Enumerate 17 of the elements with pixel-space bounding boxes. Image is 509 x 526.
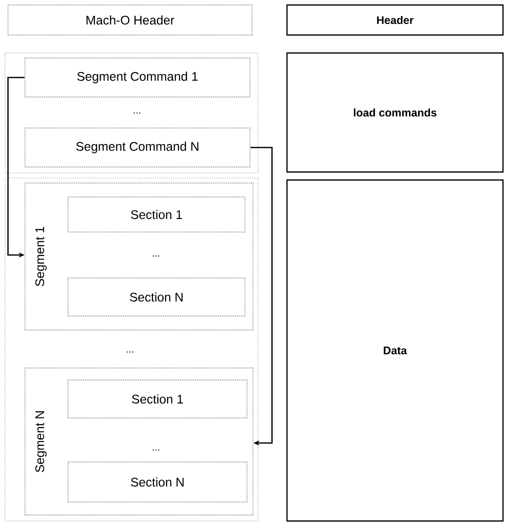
ellipsis-label: ... bbox=[152, 449, 160, 451]
region-box: Header bbox=[286, 4, 504, 36]
field-box: Section 1 bbox=[68, 196, 246, 232]
field-box: Segment Command N bbox=[24, 128, 250, 168]
group-box bbox=[4, 52, 258, 174]
field-box: Segment Command 1 bbox=[24, 58, 250, 98]
group-box bbox=[4, 178, 258, 522]
field-box: Mach-O Header bbox=[8, 4, 252, 36]
ellipsis-label: ... bbox=[134, 112, 140, 114]
field-box: Section N bbox=[68, 278, 246, 316]
field-box: Section 1 bbox=[68, 380, 248, 418]
arrow bbox=[250, 146, 273, 446]
ellipsis-label: ... bbox=[126, 351, 134, 353]
ellipsis-label: ... bbox=[152, 255, 160, 257]
field-box: Section N bbox=[68, 462, 248, 502]
region-box: load commands bbox=[286, 52, 504, 173]
region-box: Data bbox=[286, 179, 504, 522]
